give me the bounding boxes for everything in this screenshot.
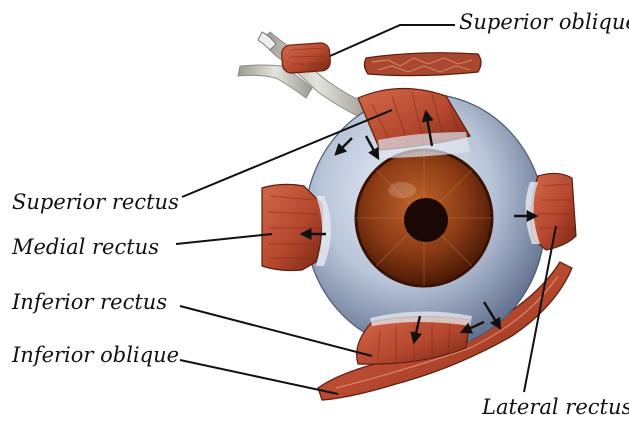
- label-superior-oblique: Superior oblique: [459, 12, 629, 33]
- leader-superior-oblique: [330, 25, 455, 56]
- label-superior-rectus: Superior rectus: [12, 192, 179, 213]
- lateral-rectus-muscle: [525, 173, 576, 250]
- label-lateral-rectus: Lateral rectus: [482, 397, 629, 418]
- cut-muscle-segment: [364, 53, 481, 76]
- label-inferior-oblique: Inferior oblique: [12, 345, 179, 366]
- medial-rectus-muscle: [262, 184, 331, 270]
- superior-oblique-muscle: [238, 32, 372, 118]
- label-inferior-rectus: Inferior rectus: [12, 292, 167, 313]
- leader-inferior-oblique: [180, 360, 338, 394]
- pupil: [404, 198, 448, 242]
- label-medial-rectus: Medial rectus: [12, 237, 159, 258]
- leader-medial-rectus: [176, 234, 272, 244]
